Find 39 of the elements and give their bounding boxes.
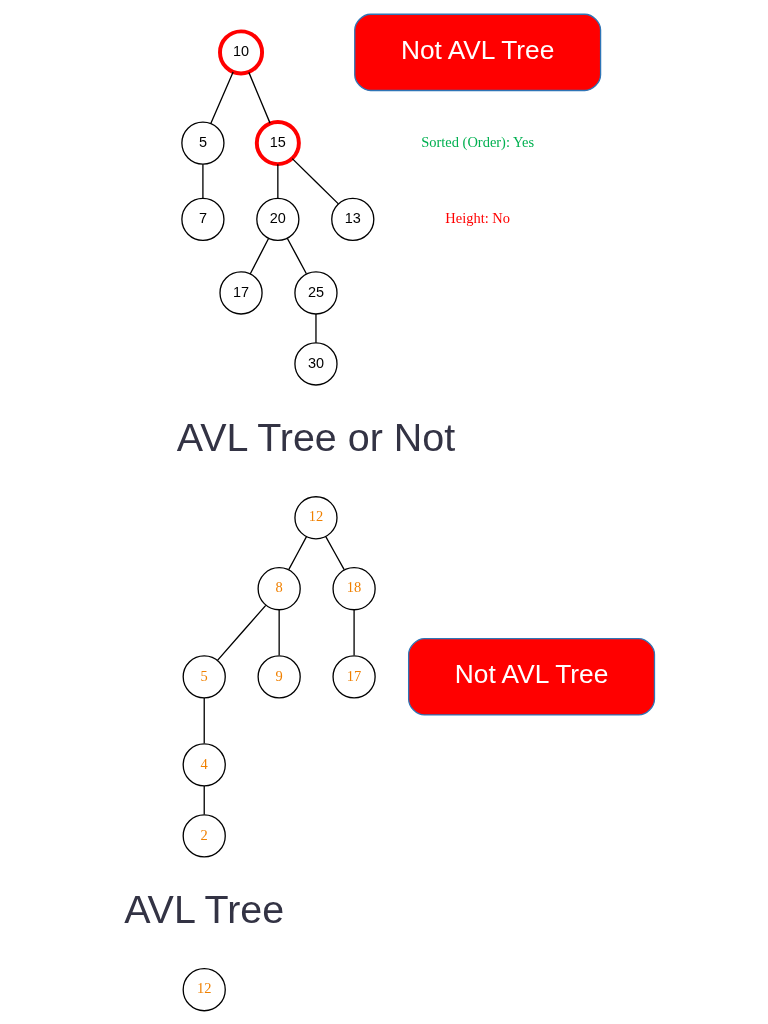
node-circle: 9 [257, 654, 301, 698]
label: AVL Tree or Not [176, 414, 456, 459]
connector [278, 608, 280, 656]
connector [203, 784, 205, 815]
connector [315, 312, 317, 343]
node-circle: 2 [182, 813, 226, 858]
connector [353, 608, 355, 656]
connector [325, 535, 345, 570]
connector [286, 237, 308, 274]
connector [203, 696, 205, 744]
label: Sorted (Order): Yes [421, 133, 535, 150]
connector [277, 163, 279, 199]
connector [210, 70, 234, 124]
node-circle: 25 [294, 270, 338, 315]
node-box: Not AVL Tree [354, 13, 602, 91]
connector [202, 163, 204, 199]
node-box: Not AVL Tree [408, 637, 656, 716]
label: AVL Tree [124, 886, 285, 931]
label: Height: No [445, 209, 510, 226]
connector [249, 237, 270, 275]
node-circle: 4 [182, 742, 226, 787]
node-circle: 18 [332, 566, 376, 610]
node-circle: 7 [181, 197, 225, 241]
node-circle: 30 [294, 341, 338, 386]
connector [216, 604, 267, 661]
node-circle: 8 [257, 566, 301, 610]
node-circle: 20 [256, 197, 300, 241]
connector [288, 535, 308, 570]
node-circle: 12 [182, 967, 226, 1011]
node-circle: 13 [331, 197, 375, 241]
node-circle: 17 [332, 654, 376, 698]
node-circle: 15 [254, 119, 301, 166]
connector [291, 157, 340, 205]
node-circle: 17 [219, 270, 263, 315]
node-circle: 12 [294, 495, 338, 539]
node-circle: 10 [218, 28, 265, 75]
node-circle: 5 [182, 654, 226, 698]
connector [248, 71, 271, 124]
node-circle: 5 [181, 120, 225, 165]
